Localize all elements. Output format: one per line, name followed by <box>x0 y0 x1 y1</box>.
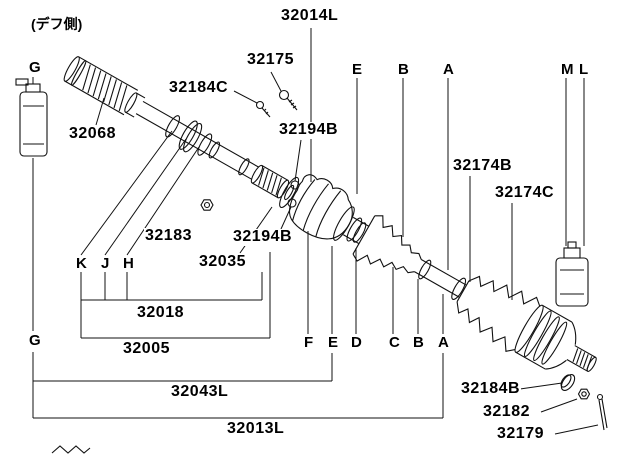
part-label-32035: 32035 <box>198 253 247 271</box>
shaft-body <box>135 100 259 180</box>
part-label-32182: 32182 <box>482 403 531 421</box>
ref-letter-M: M <box>560 61 575 78</box>
nut-32182 <box>577 388 591 400</box>
ref-letter-F: F <box>303 334 315 351</box>
nut-32183 <box>200 199 214 211</box>
part-label-32194B-lower: 32194B <box>232 228 294 246</box>
ref-letter-B-bottom: B <box>412 334 425 351</box>
circlip-ring <box>451 277 467 300</box>
part-label-32005: 32005 <box>122 340 171 358</box>
ref-letter-K: K <box>75 255 88 272</box>
part-label-32184B: 32184B <box>460 380 522 398</box>
part-label-32013L: 32013L <box>226 420 286 438</box>
part-label-32184C: 32184C <box>168 79 230 97</box>
boot-clamp-ring <box>418 259 432 280</box>
leader-lines <box>32 28 599 435</box>
part-label-32194B-upper: 32194B <box>278 121 340 139</box>
tripod-spider <box>250 164 300 209</box>
ref-letter-G-bottom: G <box>28 332 42 349</box>
ref-letter-A-bottom: A <box>437 334 450 351</box>
bearing-rings <box>165 115 250 176</box>
ref-letter-J: J <box>100 255 111 272</box>
ref-letter-C: C <box>388 334 401 351</box>
outer-cv-boot <box>456 275 541 352</box>
washer-32184B <box>560 374 576 391</box>
part-label-32014L: 32014L <box>280 7 340 25</box>
part-label-32179: 32179 <box>496 425 545 443</box>
snap-ring-upper <box>290 180 300 190</box>
grease-tube-left <box>15 78 48 157</box>
ref-letter-B-top: B <box>397 61 410 78</box>
ref-letter-E-top: E <box>351 61 364 78</box>
ref-letter-D: D <box>350 334 363 351</box>
ref-letter-G-top: G <box>28 59 42 76</box>
part-label-32175: 32175 <box>246 51 295 69</box>
inner-cv-boot <box>352 215 422 274</box>
part-label-32018: 32018 <box>136 304 185 322</box>
part-label-32068: 32068 <box>68 125 117 143</box>
screw-32184C <box>255 100 271 118</box>
diff-side-note: (デフ側) <box>30 14 84 34</box>
outer-joint-race <box>514 304 597 372</box>
snap-ring-lower <box>287 198 297 208</box>
cropped-edge-mark <box>51 445 91 454</box>
split-pin-32179 <box>596 393 608 431</box>
small-parts <box>15 78 608 454</box>
part-label-32043L: 32043L <box>170 383 230 401</box>
ref-letter-A-top: A <box>442 61 455 78</box>
part-label-32174B: 32174B <box>452 157 514 175</box>
bolt-32175 <box>278 89 298 111</box>
driveshaft-assembly <box>63 56 597 372</box>
part-label-32174C: 32174C <box>494 184 556 202</box>
splined-shaft-end <box>63 56 146 118</box>
grease-tube-right <box>555 241 589 307</box>
part-label-32183: 32183 <box>144 227 193 245</box>
ref-letter-H: H <box>122 255 135 272</box>
inner-joint-housing <box>288 174 370 245</box>
ref-letter-E-bottom: E <box>327 334 340 351</box>
ref-letter-L: L <box>578 61 590 78</box>
